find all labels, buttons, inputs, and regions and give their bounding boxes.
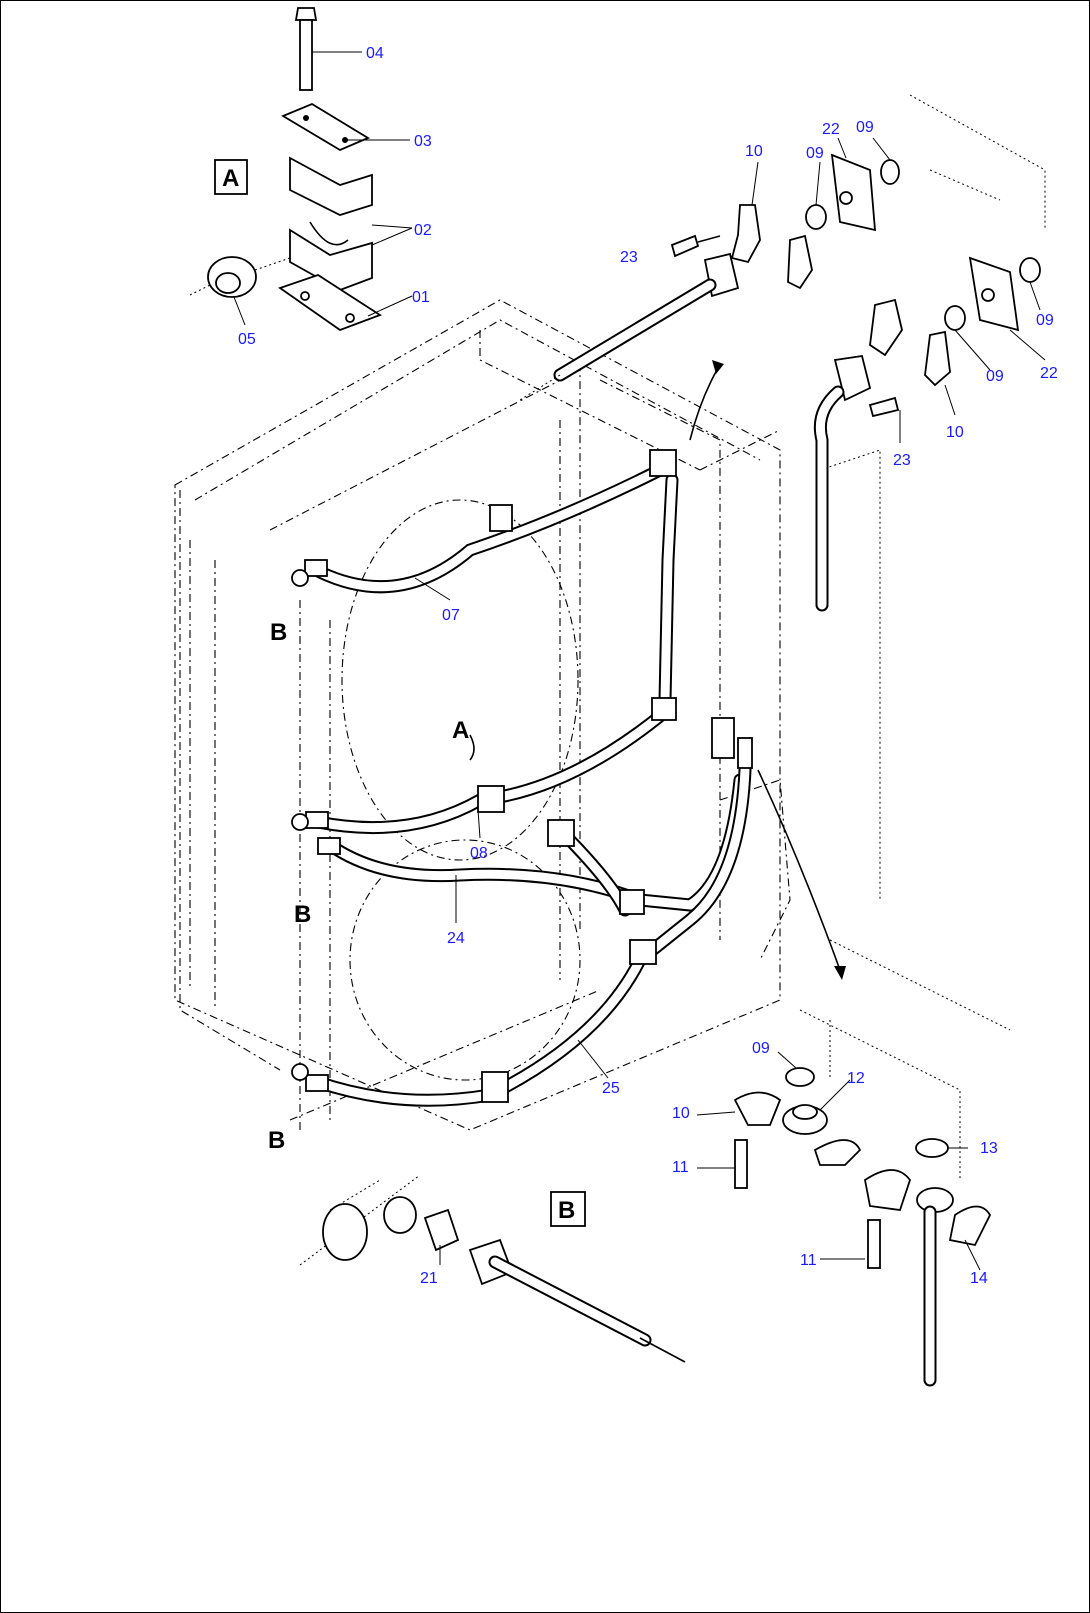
callout-12: 12	[847, 1070, 865, 1087]
callout-11-a: 11	[672, 1159, 689, 1176]
hose-runs	[291, 449, 753, 1107]
view-b-marker-bottom: B	[268, 1127, 285, 1154]
cooler-frame	[174, 299, 1011, 1131]
callout-05: 05	[238, 331, 256, 348]
detail-arrows	[469, 360, 846, 980]
view-a-pointer: A	[452, 717, 469, 744]
callout-09-top-b: 09	[856, 119, 874, 136]
clamp-assembly-a	[189, 7, 382, 332]
callout-21: 21	[420, 1270, 438, 1287]
leader-lines	[233, 51, 1046, 1271]
flange-group-top	[519, 153, 900, 401]
callout-23-top: 23	[620, 249, 638, 266]
view-b-marker-top: B	[270, 619, 287, 646]
callout-23-right: 23	[893, 452, 911, 469]
part-callouts: 04 03 02 01 05 10 09 22 09 23 09 09 22 1…	[238, 45, 1058, 1287]
callout-11-b: 11	[800, 1252, 817, 1269]
callout-04: 04	[366, 45, 384, 62]
view-a-box	[214, 159, 248, 195]
callout-09-right-b: 09	[986, 368, 1004, 385]
callout-08: 08	[470, 845, 488, 862]
callout-07: 07	[442, 607, 460, 624]
callout-24: 24	[447, 930, 465, 947]
callout-09-right-a: 09	[1036, 312, 1054, 329]
flange-group-bottom	[733, 1009, 992, 1387]
callout-01: 01	[412, 289, 430, 306]
callout-02: 02	[414, 222, 432, 239]
callout-10-bottom: 10	[672, 1105, 690, 1122]
callout-22-top: 22	[822, 121, 840, 138]
view-b-marker-middle: B	[294, 901, 311, 928]
callout-09-bottom: 09	[752, 1040, 770, 1057]
callout-10-right: 10	[946, 424, 964, 441]
flange-group-right	[813, 94, 1046, 612]
view-a-label: A	[222, 165, 239, 192]
callout-14: 14	[970, 1270, 988, 1287]
view-b-box	[550, 1191, 586, 1227]
detail-b-adapter	[299, 1174, 686, 1363]
callout-13: 13	[980, 1140, 998, 1157]
callout-09-top-a: 09	[806, 145, 824, 162]
callout-22-right: 22	[1040, 365, 1058, 382]
callout-03: 03	[414, 133, 432, 150]
callout-25: 25	[602, 1080, 620, 1097]
view-b-label: B	[558, 1197, 575, 1224]
callout-10-top: 10	[745, 143, 763, 160]
